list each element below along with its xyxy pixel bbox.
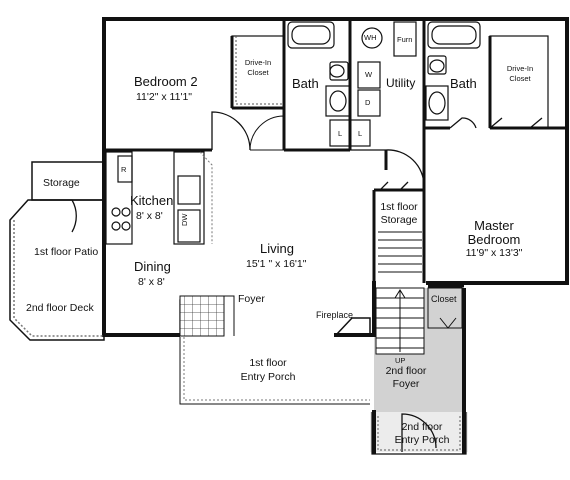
utility-fixtures [329, 21, 417, 147]
porch2 [371, 412, 467, 455]
furn-label: Furn [397, 35, 413, 44]
porch1 [179, 337, 370, 405]
living-label: Living [260, 241, 294, 256]
deck-label: 2nd floor Deck [26, 302, 94, 314]
foyer-label: Foyer [238, 293, 265, 305]
foyer2-label-2: Foyer [392, 378, 420, 390]
porch1-label-2: Entry Porch [240, 371, 296, 383]
washer-label: W [365, 70, 373, 79]
master-label-2: Bedroom [467, 232, 521, 247]
kitchen-label: Kitchen [130, 193, 174, 208]
living-size: 15'1 " x 16'1" [246, 258, 307, 270]
porch2-label-1: 2nd floor [401, 421, 443, 433]
closet-bed2-box [231, 35, 285, 109]
kitchen-counters [105, 151, 205, 245]
dryer-label: D [365, 98, 371, 107]
fridge-label: R [121, 165, 127, 174]
dining-size: 8' x 8' [138, 276, 165, 288]
foyer-tiles [179, 295, 225, 337]
closet-stair-box [427, 287, 463, 329]
fireplace-label: Fireplace [316, 310, 354, 320]
bath-right-fixtures [425, 21, 481, 121]
stairs-up [375, 287, 425, 355]
patio-area [9, 161, 105, 341]
up-label: UP [395, 356, 406, 365]
bath-left-label: Bath [292, 76, 319, 91]
storage-label: Storage [43, 177, 80, 189]
closet-master-label-2: Closet [509, 74, 531, 83]
linen-label-1: L [338, 129, 343, 138]
linen-label-2: L [358, 129, 363, 138]
wh-label: WH [364, 33, 377, 42]
bedroom2-size: 11'2" x 11'1" [136, 91, 193, 103]
fireplace-shape [335, 317, 371, 336]
bedroom2-label: Bedroom 2 [134, 74, 198, 89]
master-size: 11'9" x 13'3" [465, 247, 523, 259]
patio-label: 1st floor Patio [34, 246, 99, 258]
storage1-label-1: 1st floor [380, 201, 418, 213]
foyer2-label-1: 2nd floor [385, 365, 427, 377]
master-label-1: Master [474, 218, 514, 233]
porch1-label-1: 1st floor [249, 357, 287, 369]
kitchen-size: 8' x 8' [136, 210, 163, 222]
closet-stair-label: Closet [431, 294, 457, 304]
closet-master-label-1: Drive-In [506, 64, 534, 73]
closet-bed2-label-1: Drive-In [244, 58, 272, 67]
stairs-storage [378, 231, 422, 273]
dining-label: Dining [134, 259, 171, 274]
dishwasher-label: DW [180, 213, 189, 227]
bath-right-label: Bath [450, 76, 477, 91]
utility-label: Utility [386, 76, 416, 90]
closet-master-box [489, 35, 549, 129]
closet-bed2-label-2: Closet [247, 68, 269, 77]
bath-left-fixtures [287, 21, 351, 117]
porch2-label-2: Entry Porch [394, 434, 450, 446]
storage1-label-2: Storage [380, 214, 418, 226]
